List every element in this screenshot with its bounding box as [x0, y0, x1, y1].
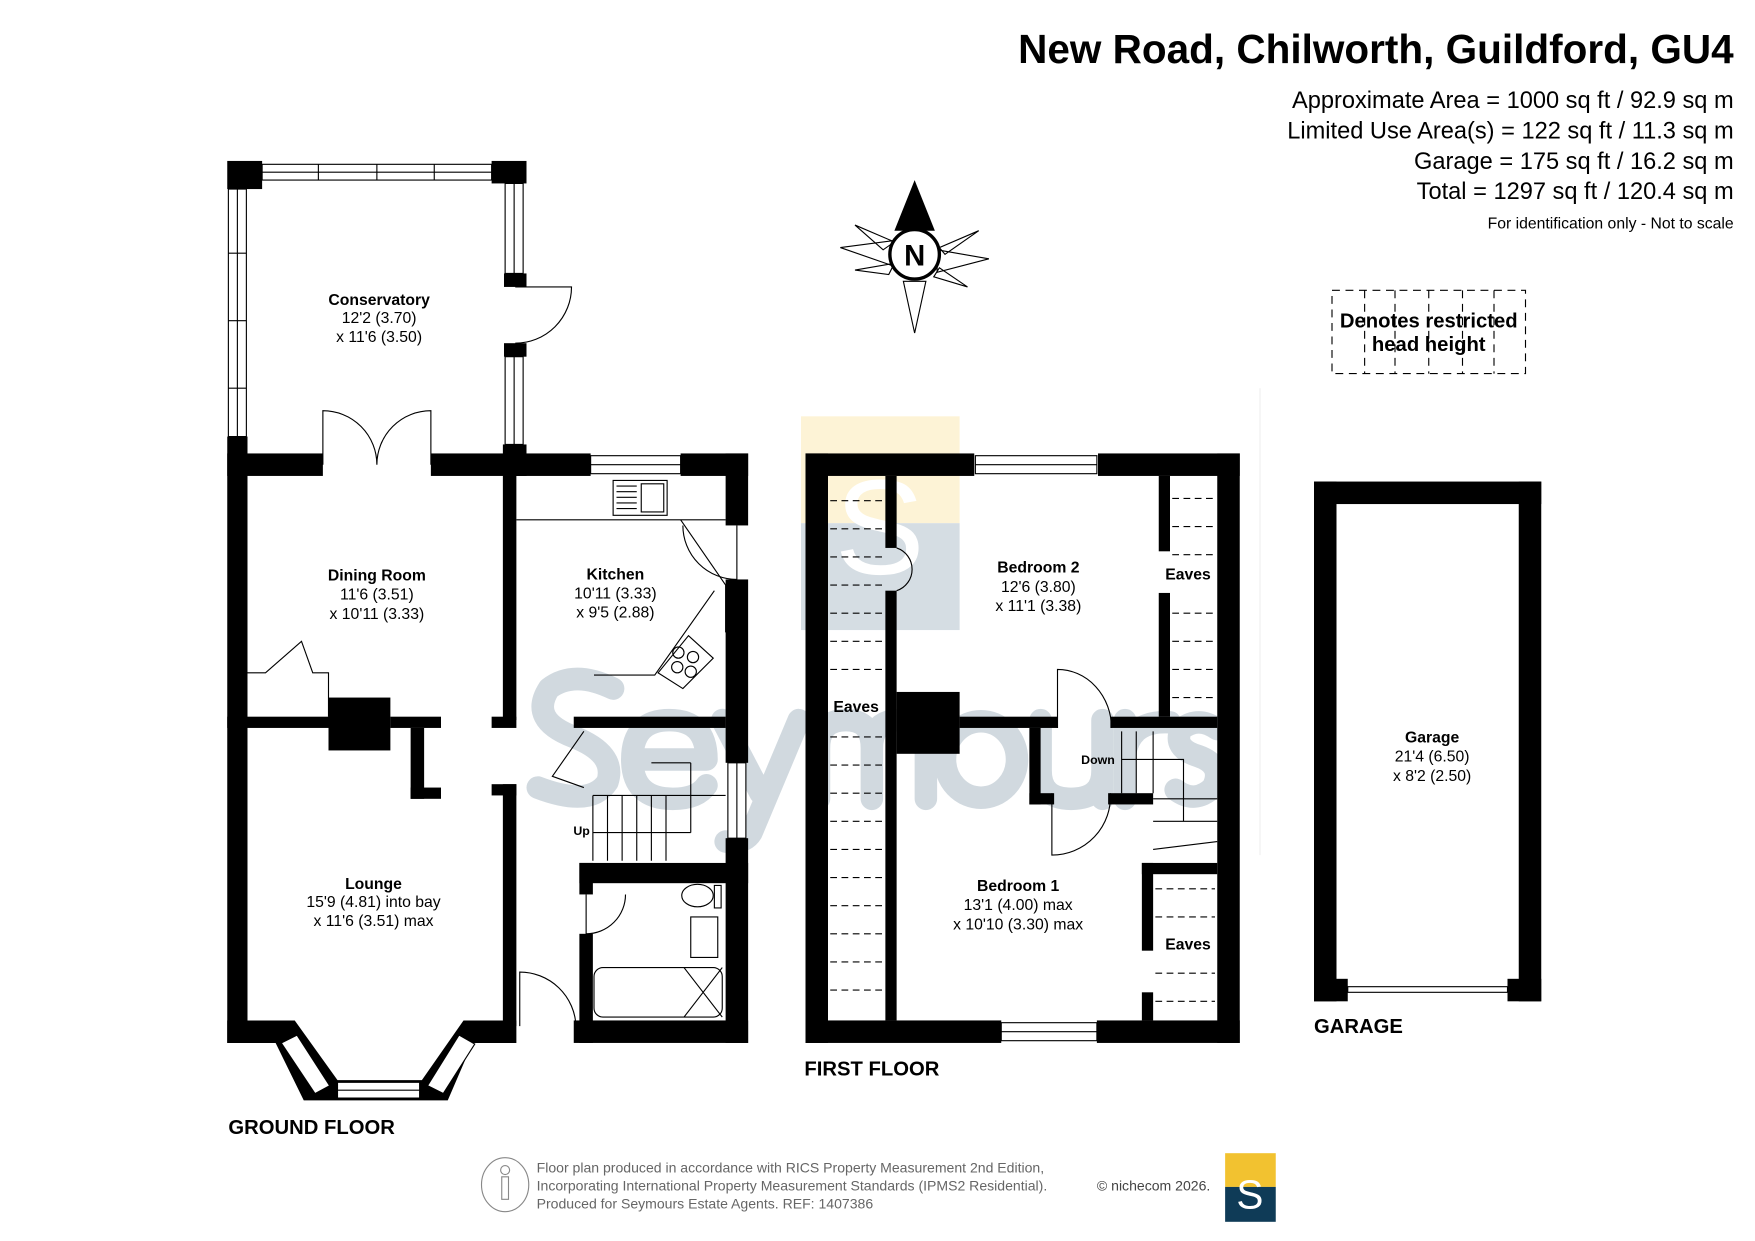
footer-line: Produced for Seymours Estate Agents. REF…: [537, 1195, 874, 1211]
restricted-height-legend: Denotes restricted head height: [1331, 289, 1527, 375]
room-dim: 15'9 (4.81) into bay: [306, 894, 440, 911]
watermark-logo-letter: S: [835, 452, 925, 603]
stairs: [592, 762, 726, 861]
french-doors[interactable]: [322, 410, 432, 465]
toilet-icon: [681, 883, 714, 908]
room-name: Kitchen: [586, 566, 644, 583]
legend-line2: head height: [1372, 334, 1486, 356]
room-name: Bedroom 1: [977, 878, 1060, 895]
legend-line1: Denotes restricted: [1340, 310, 1518, 332]
room-dim: x 10'10 (3.30) max: [953, 916, 1083, 933]
logo-letter: S: [1236, 1171, 1263, 1217]
area-limited: Limited Use Area(s) = 122 sq ft / 11.3 s…: [1287, 118, 1733, 144]
room-dim: x 10'11 (3.33): [330, 606, 425, 623]
garage-plan: Garage 21'4 (6.50) x 8'2 (2.50) GARAGE: [1314, 481, 1542, 1038]
eaves-label: Eaves: [1165, 566, 1211, 583]
bath-icon: [593, 967, 723, 1018]
eaves-label: Eaves: [1165, 937, 1211, 954]
front-door[interactable]: [519, 971, 577, 1027]
room-name: Conservatory: [328, 292, 430, 309]
room-dim: x 11'6 (3.50): [336, 329, 422, 346]
kitchen-door[interactable]: [682, 525, 738, 581]
area-garage: Garage = 175 sq ft / 16.2 sq m: [1414, 149, 1734, 175]
room-dim: x 11'1 (3.38): [995, 598, 1081, 615]
seymours-logo: S: [1225, 1153, 1276, 1222]
first-floor-plan: Bedroom 2 12'6 (3.80) x 11'1 (3.38) Bedr…: [804, 453, 1240, 1081]
property-title: New Road, Chilworth, Guildford, GU4: [1018, 26, 1734, 72]
room-dim: 10'11 (3.33): [574, 586, 656, 603]
room-name: Dining Room: [328, 568, 426, 585]
ground-floor-plan: Conservatory 12'2 (3.70) x 11'6 (3.50) D…: [227, 160, 749, 1139]
room-name: Garage: [1405, 730, 1460, 747]
copyright: © nichecom 2026.: [1097, 1177, 1210, 1193]
footer-line: Floor plan produced in accordance with R…: [537, 1159, 1045, 1175]
footer-line: Incorporating International Property Mea…: [537, 1177, 1048, 1193]
room-dim: x 11'6 (3.51) max: [313, 913, 433, 930]
floor-label: GROUND FLOOR: [228, 1117, 395, 1139]
room-dim: x 9'5 (2.88): [576, 605, 654, 622]
sink-icon: [612, 479, 668, 516]
room-dim: 12'2 (3.70): [342, 310, 417, 327]
conservatory-door[interactable]: [515, 286, 573, 344]
hob-icon: [657, 634, 715, 690]
area-total: Total = 1297 sq ft / 120.4 sq m: [1417, 179, 1734, 205]
stairs-label: Up: [573, 824, 590, 838]
room-dim: 21'4 (6.50): [1395, 749, 1470, 766]
person-icon: [480, 1157, 530, 1213]
stairs: [1121, 731, 1218, 850]
room-name: Lounge: [345, 876, 402, 893]
basin-icon: [690, 916, 719, 958]
footer: Floor plan produced in accordance with R…: [480, 1153, 1276, 1222]
room-dim: 13'1 (4.00) max: [964, 897, 1073, 914]
room-dim: x 8'2 (2.50): [1393, 768, 1471, 785]
disclaimer: For identification only - Not to scale: [1488, 215, 1734, 232]
compass-label: N: [904, 241, 925, 273]
floor-label: FIRST FLOOR: [804, 1059, 939, 1081]
room-dim: 11'6 (3.51): [340, 587, 414, 604]
eaves-hatching: [830, 497, 1215, 1002]
room-name: Bedroom 2: [997, 560, 1080, 577]
header: New Road, Chilworth, Guildford, GU4 Appr…: [1018, 26, 1734, 232]
floor-label: GARAGE: [1314, 1016, 1403, 1038]
garage-door[interactable]: [1347, 986, 1509, 993]
room-dim: 12'6 (3.80): [1001, 579, 1076, 596]
eaves-label: Eaves: [833, 699, 879, 716]
stairs-label: Down: [1081, 753, 1115, 767]
area-approx: Approximate Area = 1000 sq ft / 92.9 sq …: [1292, 88, 1734, 114]
compass-icon: N: [840, 180, 990, 334]
